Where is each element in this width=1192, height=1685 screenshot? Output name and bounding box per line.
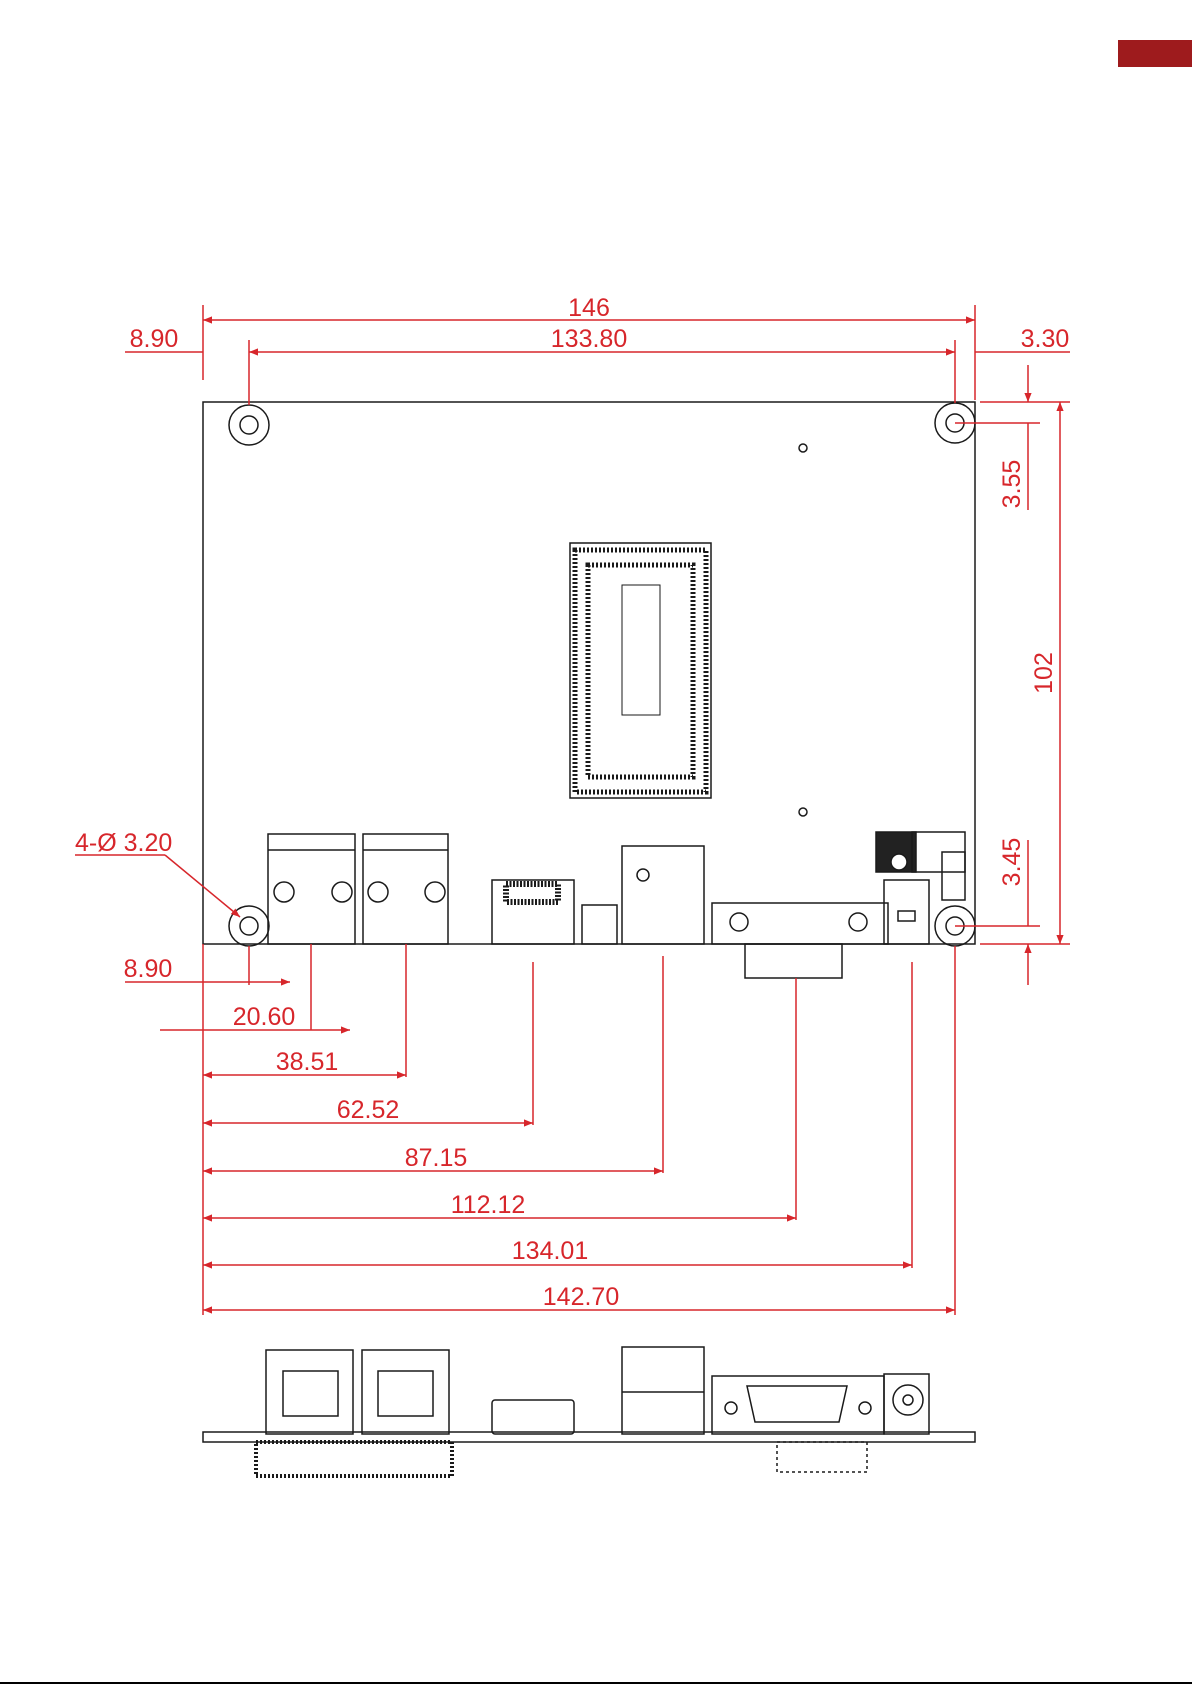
- dimension-lines: [75, 305, 1070, 1315]
- usb-stack-top: [622, 846, 704, 944]
- dim-right-edge-offset: 3.30: [1021, 325, 1070, 353]
- dim-io-offset-5: 87.15: [405, 1144, 468, 1172]
- push-switch: [582, 905, 617, 944]
- dim-io-offset-7: 134.01: [512, 1237, 588, 1265]
- side-lan-1: [266, 1350, 353, 1434]
- mounting-hole-top-left: [229, 405, 269, 445]
- lan-port-1: [268, 834, 355, 944]
- hdmi-port: [492, 880, 574, 944]
- board-side-view: [203, 1347, 975, 1476]
- dim-hole-spec: 4-Ø 3.20: [75, 829, 172, 857]
- page-bottom-rule: [0, 1682, 1192, 1684]
- side-lan-2: [362, 1350, 449, 1434]
- dim-io-offset-2: 20.60: [233, 1003, 296, 1031]
- side-com: [712, 1376, 884, 1434]
- dim-io-offset-8: 142.70: [543, 1283, 619, 1311]
- dimension-labels: 146 133.80 8.90 3.30 3.55 102 3.45 4-Ø 3…: [75, 294, 1069, 1311]
- fiducial: [799, 808, 807, 816]
- terminal-block: [876, 832, 965, 900]
- dim-bottom-hole-offset: 3.45: [998, 838, 1026, 887]
- dim-overall-width: 146: [568, 294, 610, 322]
- dim-io-offset-1: 8.90: [124, 955, 173, 983]
- dim-top-hole-offset: 3.55: [998, 460, 1026, 509]
- side-usb: [622, 1347, 704, 1434]
- dim-io-offset-6: 112.12: [451, 1191, 526, 1219]
- dc-jack-top: [884, 880, 929, 944]
- com-port-top: [712, 903, 888, 978]
- side-hdmi: [492, 1400, 574, 1434]
- cpu-bga-package: [570, 543, 711, 798]
- lan-port-2: [363, 834, 448, 944]
- fiducial: [799, 444, 807, 452]
- board-top-view: [203, 402, 975, 978]
- dim-left-offset-top: 8.90: [130, 325, 179, 353]
- dim-io-offset-3: 38.51: [276, 1048, 339, 1076]
- dim-io-offset-4: 62.52: [337, 1096, 400, 1124]
- dim-hole-span: 133.80: [551, 325, 627, 353]
- dim-overall-height: 102: [1030, 652, 1058, 694]
